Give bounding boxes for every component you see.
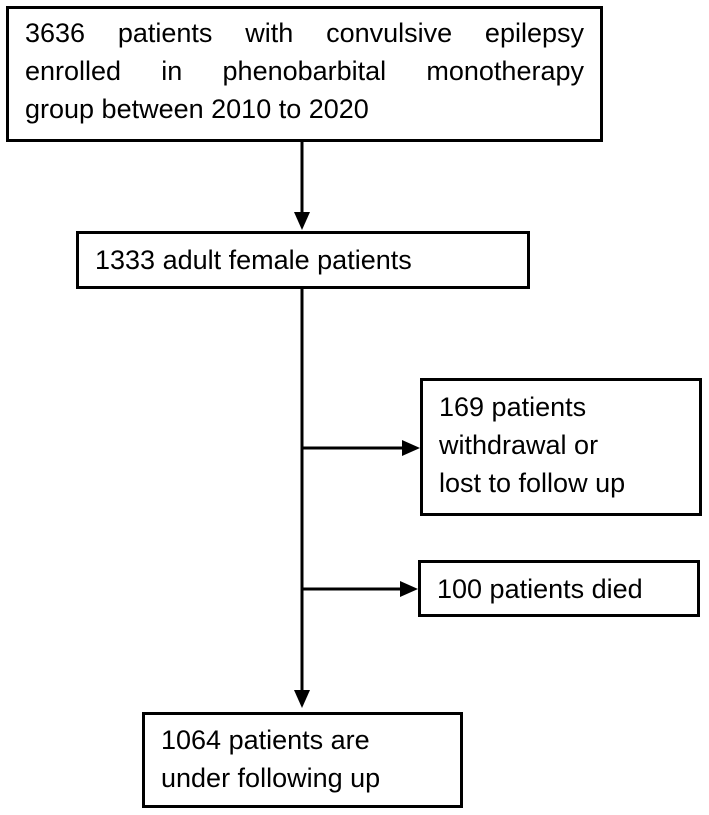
node-enrolled-line-3: group between 2010 to 2020 [25, 94, 369, 124]
node-enrolled-line-1: 3636 patients with convulsive epilepsy [25, 18, 584, 48]
node-adult-female: 1333 adult female patients [76, 231, 530, 289]
node-withdrawal: 169 patients withdrawal or lost to follo… [420, 378, 702, 516]
node-died: 100 patients died [418, 560, 700, 617]
node-adult-female-label: 1333 adult female patients [95, 245, 412, 275]
node-enrolled: 3636 patients with convulsive epilepsy e… [6, 6, 603, 142]
node-died-label: 100 patients died [437, 573, 643, 604]
node-enrolled-line-2: enrolled in phenobarbital monotherapy [25, 56, 584, 86]
edge-adult-female-to-withdrawal-arrowhead [402, 440, 420, 456]
edge-adult-female-to-died-arrowhead [400, 581, 418, 597]
node-follow-up: 1064 patients are under following up [142, 712, 463, 808]
edge-enrolled-to-adult-female-arrowhead [294, 212, 310, 230]
edge-adult-female-to-follow-up-arrowhead [294, 690, 310, 708]
